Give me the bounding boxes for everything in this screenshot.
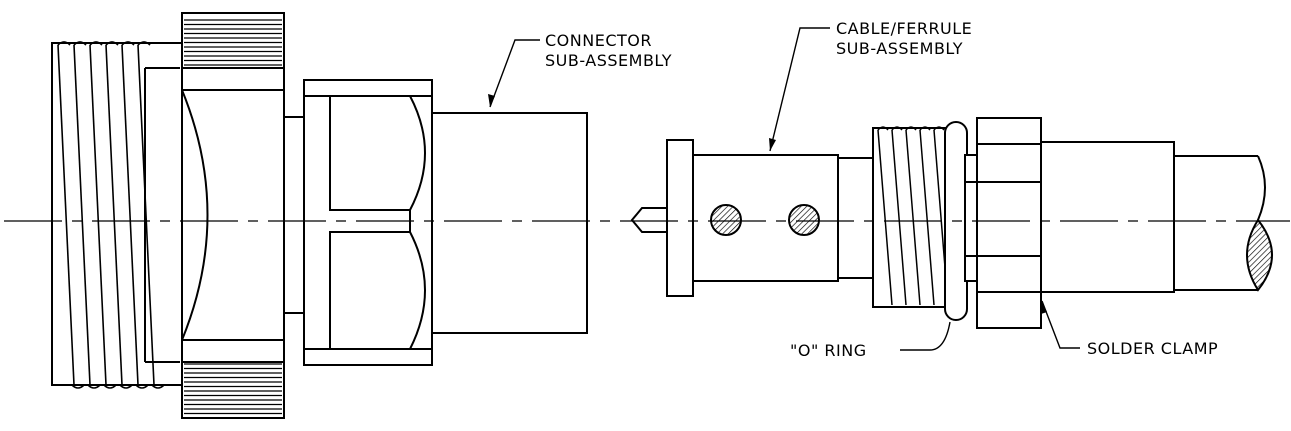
knurled-coupling-nut — [181, 12, 285, 419]
connector-label-line2: SUB-ASSEMBLY — [545, 51, 672, 70]
ferrule-neck — [837, 157, 877, 279]
cable-sleeve — [1040, 141, 1175, 293]
connector-leader-arrow — [488, 94, 495, 107]
center-pin-tip — [630, 207, 669, 233]
cable-ferrule-leader-arrow — [769, 138, 776, 151]
solder-clamp-leader-arrow — [1041, 301, 1047, 314]
solder-clamp-leader — [1041, 300, 1080, 349]
ferrule-flange — [666, 139, 694, 297]
cable-ferrule-sub-assembly — [630, 117, 1273, 329]
leader-lines — [488, 27, 1080, 351]
connector-leader — [489, 39, 540, 108]
solder-clamp — [964, 117, 1042, 329]
cable — [1174, 155, 1273, 292]
hex-body — [303, 79, 433, 366]
ferrule-thread — [872, 126, 950, 308]
o-ring-label: "O" RING — [790, 341, 867, 360]
solder-clamp-label: SOLDER CLAMP — [1087, 339, 1218, 358]
cable-ferrule-label-line1: CABLE/FERRULE — [836, 19, 972, 38]
connector-label-line1: CONNECTOR — [545, 31, 652, 50]
connector-collar — [283, 116, 305, 314]
cable-ferrule-label-line2: SUB-ASSEMBLY — [836, 39, 963, 58]
coupling-thread — [51, 41, 183, 389]
connector-sleeve — [431, 112, 588, 334]
connector-sub-assembly — [51, 12, 588, 419]
ferrule-hole-1 — [710, 204, 742, 236]
ferrule-hole-2 — [788, 204, 820, 236]
o-ring-leader — [900, 321, 951, 351]
cable-ferrule-leader — [769, 27, 830, 152]
